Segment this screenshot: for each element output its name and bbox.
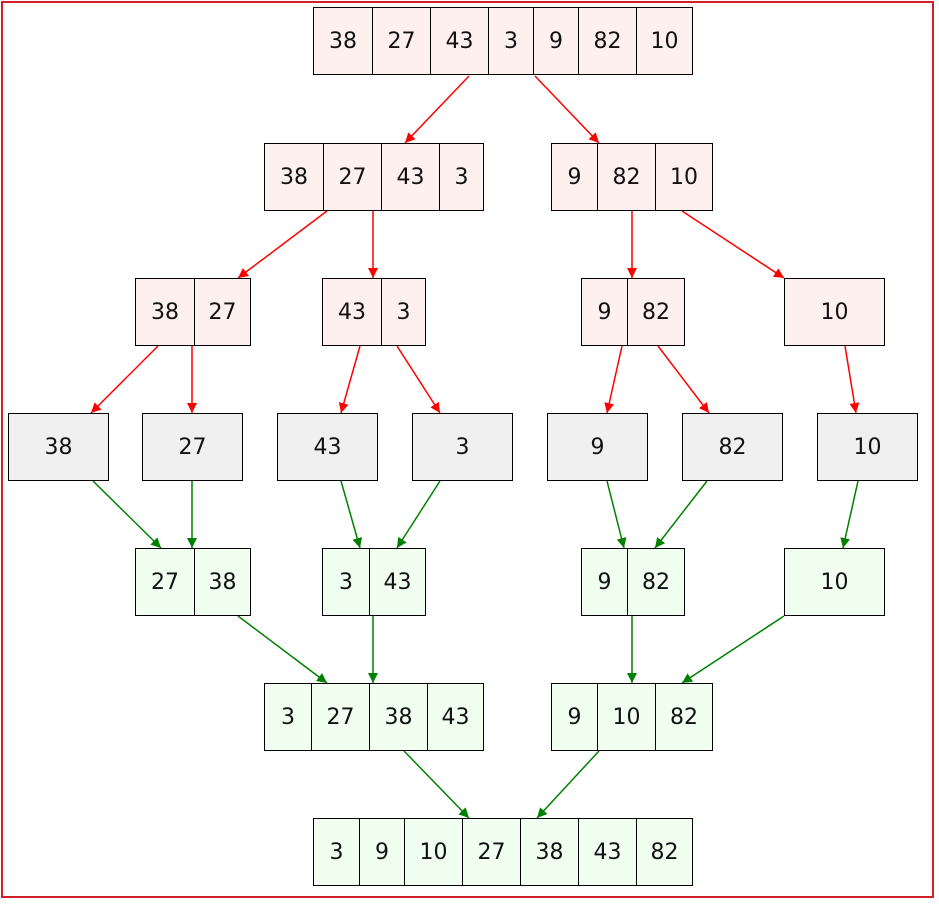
node-cell: 10 <box>820 299 849 325</box>
node-cell: 3 <box>281 704 295 730</box>
node-cell: 82 <box>627 279 684 345</box>
node-cell: 82 <box>578 8 636 74</box>
split-node-n4: 43 3 <box>322 278 426 346</box>
node-cell: 3 <box>381 279 425 345</box>
node-cell: 9 <box>597 299 612 325</box>
node-cell: 82 <box>718 434 747 460</box>
node-cell: 10 <box>655 144 712 210</box>
edge-n1-to-n3 <box>237 210 328 279</box>
leaf-node-n12: 82 <box>682 413 783 481</box>
node-cell: 43 <box>381 144 439 210</box>
edge-n6-to-n13 <box>844 345 860 414</box>
node-cell: 82 <box>627 549 684 615</box>
node-cell: 38 <box>194 549 250 615</box>
split-node-n6: 10 <box>784 278 885 346</box>
edge-n14-to-n18 <box>237 615 328 684</box>
edge-n12-to-n16 <box>654 480 708 549</box>
merge-node-n17: 10 <box>784 548 885 616</box>
edge-n9-to-n15 <box>340 480 363 549</box>
node-cell: 38 <box>520 819 578 885</box>
edge-n5-to-n12 <box>657 345 710 414</box>
split-node-n3: 38 27 <box>135 278 251 346</box>
edge-n13-to-n17 <box>840 480 859 549</box>
node-cell: 27 <box>323 144 381 210</box>
node-cell: 38 <box>44 434 73 460</box>
node-cell: 9 <box>590 434 605 460</box>
node-cell: 3 <box>329 839 344 865</box>
node-cell: 38 <box>151 299 179 325</box>
node-cell: 43 <box>338 299 366 325</box>
node-cell: 9 <box>597 569 612 595</box>
edge-n19-to-n20 <box>536 750 600 819</box>
node-cell: 3 <box>439 144 483 210</box>
node-cell: 43 <box>578 819 636 885</box>
node-cell: 27 <box>311 684 369 750</box>
edge-n2-to-n6 <box>681 210 785 279</box>
leaf-node-n10: 3 <box>412 413 513 481</box>
node-cell: 82 <box>655 684 712 750</box>
node-cell: 38 <box>280 164 308 190</box>
edge-n10-to-n15 <box>396 480 441 549</box>
leaf-node-n9: 43 <box>277 413 378 481</box>
edge-n7-to-n14 <box>92 480 162 549</box>
node-cell: 38 <box>329 28 357 54</box>
node-cell: 9 <box>359 819 404 885</box>
node-cell: 43 <box>427 684 483 750</box>
node-cell: 82 <box>597 144 655 210</box>
leaf-node-n7: 38 <box>8 413 109 481</box>
node-cell: 10 <box>820 569 849 595</box>
leaf-node-n13: 10 <box>817 413 918 481</box>
node-cell: 3 <box>488 8 533 74</box>
split-node-n5: 9 82 <box>581 278 685 346</box>
leaf-node-n8: 27 <box>142 413 243 481</box>
node-cell: 10 <box>636 8 692 74</box>
edge-n0-to-n1 <box>404 75 470 144</box>
node-cell: 43 <box>313 434 342 460</box>
node-cell: 3 <box>339 569 353 595</box>
node-cell: 3 <box>455 434 470 460</box>
leaf-node-n11: 9 <box>547 413 648 481</box>
merge-node-n14: 27 38 <box>135 548 251 616</box>
node-cell: 27 <box>372 8 430 74</box>
node-cell: 82 <box>636 819 692 885</box>
node-cell: 43 <box>430 8 488 74</box>
edge-n5-to-n11 <box>604 345 623 414</box>
node-cell: 10 <box>597 684 655 750</box>
node-cell: 27 <box>462 819 520 885</box>
merge-node-n15: 3 43 <box>322 548 426 616</box>
edge-n18-to-n20 <box>403 750 470 819</box>
node-cell: 10 <box>853 434 882 460</box>
node-cell: 38 <box>369 684 427 750</box>
edge-n3-to-n7 <box>90 345 159 414</box>
node-cell: 27 <box>194 279 250 345</box>
node-cell: 9 <box>533 8 578 74</box>
edge-n4-to-n9 <box>338 345 361 414</box>
node-cell: 43 <box>369 549 425 615</box>
node-cell: 9 <box>567 164 582 190</box>
edge-n11-to-n16 <box>606 480 627 549</box>
node-cell: 27 <box>151 569 179 595</box>
node-cell: 27 <box>178 434 207 460</box>
node-cell: 10 <box>404 819 462 885</box>
merge-node-n16: 9 82 <box>581 548 685 616</box>
edge-n0-to-n2 <box>534 75 600 144</box>
edge-n17-to-n19 <box>681 615 785 684</box>
edge-n4-to-n10 <box>396 345 441 414</box>
node-cell: 9 <box>567 704 582 730</box>
